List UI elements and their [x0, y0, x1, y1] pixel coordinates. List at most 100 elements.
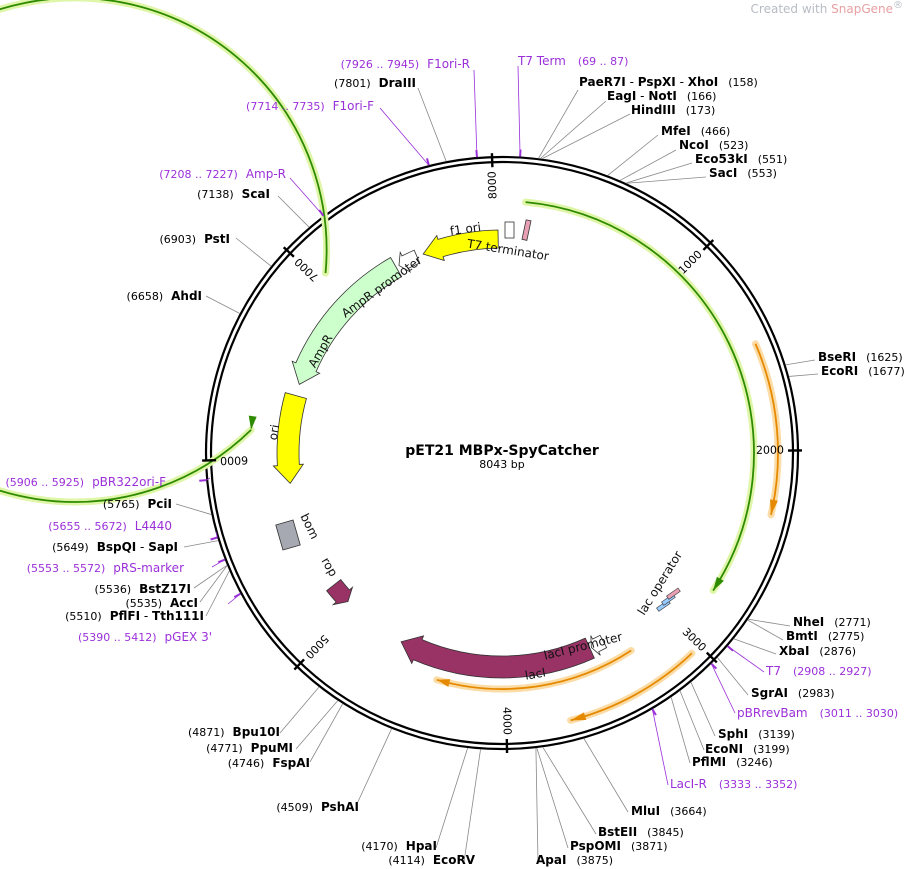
site-pflfi-tth111i: (5510)PflFI - Tth111I — [65, 609, 204, 623]
site-hpai: (4170)HpaI — [361, 839, 437, 853]
feature-label-ori: ori — [266, 423, 282, 441]
site-eagi-noti: EagI - NotI(166) — [607, 89, 716, 103]
site-position: (173) — [686, 104, 716, 117]
site-position: (4114) — [388, 854, 425, 867]
site-position: (2876) — [819, 645, 856, 658]
site-name: PaeR7I — [579, 75, 626, 89]
primer-name: pRS-marker — [113, 561, 184, 575]
site-ecorv: (4114) EcoRV — [388, 853, 475, 867]
site-name: BstEII — [598, 825, 637, 839]
site-name: MfeI — [661, 124, 691, 138]
primer-range: (5390 .. 5412) — [78, 631, 157, 644]
feature-label-laci: lacI — [524, 665, 547, 682]
site-name: SacI — [709, 166, 737, 180]
site-position: (3875) — [576, 854, 613, 867]
feature-label-bom: bom — [297, 511, 321, 541]
site-name: PflMI — [692, 755, 726, 769]
site-position: (4170) — [361, 840, 398, 853]
feature-ampr-promoter — [398, 249, 421, 273]
site-name: EagI — [607, 89, 636, 103]
site-position: (3871) — [631, 840, 668, 853]
site-position: (2983) — [798, 687, 835, 700]
plasmid-length: 8043 bp — [479, 458, 524, 471]
feature-label-t7-terminator: T7 terminator — [465, 236, 550, 263]
tick-label-2000: 2000 — [756, 444, 784, 457]
site-position: (3246) — [736, 756, 773, 769]
site-position: (5510) — [65, 610, 102, 623]
orf-orange-3 — [433, 647, 635, 693]
site-mfei: MfeI (466) — [661, 124, 730, 138]
site-draiii: (7801)DraIII — [334, 76, 416, 90]
site-name: ScaI — [242, 187, 270, 201]
site-name: EcoRI — [821, 364, 858, 378]
site-position: (4871) — [188, 726, 225, 739]
site-name: NotI — [648, 89, 677, 103]
site-position: (158) — [728, 76, 758, 89]
tick-mark-7000 — [282, 246, 295, 258]
primer-f1ori-f: (7714 .. 7735)F1ori-F — [246, 99, 374, 113]
site-name: PshAI — [321, 800, 359, 814]
primer-name: L4440 — [135, 519, 172, 533]
site-acci: (5535)AccI — [125, 596, 198, 610]
site-position: (5649) — [52, 541, 89, 554]
site-name: XhoI — [688, 75, 719, 89]
orf-green-cds — [522, 198, 758, 595]
backbone-ring — [204, 155, 800, 751]
orf-arcs — [0, 0, 782, 724]
ring-outer — [204, 155, 800, 751]
site-name: DraIII — [379, 76, 416, 90]
site-name: EcoNI — [705, 742, 743, 756]
tick-label-5000: 5000 — [302, 632, 331, 661]
feature-ori — [272, 392, 307, 484]
site-bsteii: BstEII (3845) — [598, 825, 684, 839]
site-ecori: EcoRI(1677) — [821, 364, 905, 378]
site-position: (5765) — [103, 498, 140, 511]
site-name: PflFI — [110, 609, 140, 623]
site-position: (6658) — [127, 290, 164, 303]
primer-name: pBRrevBam — [737, 706, 808, 720]
tick-label-8000: 8000 — [486, 171, 500, 199]
site-fspai: (4746)FspAI — [228, 756, 310, 770]
tick-label-4000: 4000 — [500, 707, 513, 735]
site-saci: SacI(553) — [709, 166, 777, 180]
site-pcii: (5765)PciI — [103, 497, 172, 511]
site-name: PspXI — [638, 75, 676, 89]
watermark-mark: ® — [893, 0, 903, 11]
site-name: BseRI — [818, 350, 856, 364]
tick-label-3000: 3000 — [680, 625, 709, 654]
feature-laci — [400, 635, 595, 679]
tick-mark-3000 — [705, 651, 718, 664]
primer-t7-term: T7 Term(69 .. 87) — [517, 54, 628, 68]
site-hindiii: HindIII(173) — [631, 103, 715, 117]
site-name: PspOMI — [570, 839, 621, 853]
tick-label-6000: 6000 — [220, 453, 248, 467]
site-position: (2775) — [828, 630, 865, 643]
site-psti: (6903)PstI — [159, 232, 230, 246]
site-bseri: BseRI(1625) — [818, 350, 903, 364]
site-name: BmtI — [786, 629, 818, 643]
site-ppumi: (4771) PpuMI — [206, 741, 293, 755]
site-bstz17i: (5536) BstZ17I — [95, 582, 191, 596]
site-position: (3139) — [758, 728, 795, 741]
site-position: (4771) — [206, 742, 243, 755]
primer-range: (5906 .. 5925) — [6, 476, 85, 489]
site-position: (4509) — [276, 801, 313, 814]
site-name: Bpu10I — [233, 725, 280, 739]
site-position: (466) — [701, 125, 731, 138]
primer-amp-r: (7208 .. 7227)Amp-R — [159, 167, 286, 181]
primer-laci-r: LacI-R(3333 .. 3352) — [670, 777, 797, 791]
site-name: SapI — [148, 540, 178, 554]
site-name: PpuMI — [251, 741, 293, 755]
site-pshai: (4509) PshAI — [276, 800, 359, 814]
site-position: (3664) — [670, 805, 707, 818]
site-name: BstZ17I — [139, 582, 191, 596]
orf-orange-2 — [567, 649, 696, 724]
site-position: (5536) — [95, 583, 132, 596]
primer-name: LacI-R — [670, 777, 707, 791]
site-name: BspQI — [97, 540, 137, 554]
site-name: MluI — [631, 804, 660, 818]
primer-name: T7 — [765, 664, 781, 678]
watermark-brand: SnapGene — [831, 2, 893, 16]
site-name: EcoRV — [433, 853, 476, 867]
site-position: (3845) — [647, 826, 684, 839]
